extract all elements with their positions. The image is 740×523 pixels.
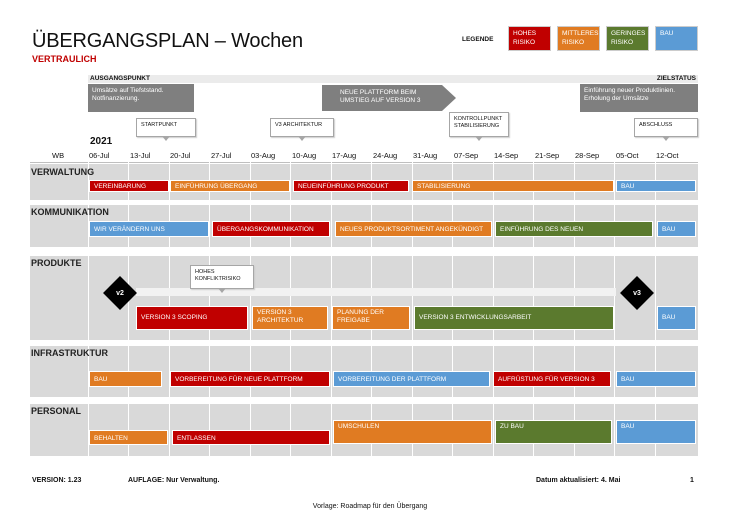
week-10: 07-Sep (454, 151, 479, 160)
grid-line (290, 146, 291, 456)
task-version3-scoping[interactable]: VERSION 3 SCOPING (136, 306, 248, 330)
grid-line (250, 146, 251, 456)
task-umschulen[interactable]: UMSCHULEN (333, 420, 492, 444)
legend-low-risk: GERINGES RISIKO (606, 26, 649, 51)
grid-line (493, 146, 494, 456)
legend-high-risk: HOHES RISIKO (508, 26, 551, 51)
grid-line (574, 146, 575, 456)
week-11: 14-Sep (494, 151, 519, 160)
week-3: 20-Jul (170, 151, 191, 160)
week-4: 27-Jul (211, 151, 232, 160)
legend-medium-risk: MITTLERES RISIKO (557, 26, 600, 51)
confidential-label: VERTRAULICH (32, 54, 97, 64)
task-vorbereitung-neue-plattform[interactable]: VORBEREITUNG FÜR NEUE PLATTFORM (170, 371, 330, 387)
section-label-produkte: PRODUKTE (31, 258, 82, 268)
version-label: VERSION: 1.23 (32, 477, 82, 484)
section-label-personal: PERSONAL (31, 406, 82, 416)
task-bau-infrastruktur-start[interactable]: BAU (89, 371, 162, 387)
task-neueinfuehrung-produkt[interactable]: NEUEINFÜHRUNG PRODUKT (293, 180, 409, 192)
task-version3-architektur[interactable]: VERSION 3 ARCHITEKTUR (252, 306, 328, 330)
week-6: 10-Aug (292, 151, 317, 160)
section-label-infrastruktur: INFRASTRUKTUR (31, 348, 108, 358)
callout-v3-architektur: V3 ARCHITEKTUR (270, 118, 334, 141)
section-label-verwaltung: VERWALTUNG (31, 167, 95, 177)
week-9: 31-Aug (413, 151, 438, 160)
grid-line (169, 146, 170, 456)
grid-line (533, 146, 534, 456)
end-state-box: Einführung neuer Produktlinien. Erholung… (580, 84, 698, 112)
grid-line (614, 146, 615, 456)
grid-line (371, 146, 372, 456)
grid-line (655, 146, 656, 456)
week-axis-line (30, 162, 698, 163)
middle-state-text: NEUE PLATTFORM BEIM UMSTIEG AUF VERSION … (340, 89, 421, 104)
week-1: 06-Jul (89, 151, 110, 160)
task-entlassen[interactable]: ENTLASSEN (172, 430, 330, 445)
task-planung-freigabe[interactable]: PLANUNG DER FREIGABE (332, 306, 410, 330)
task-bau-infrastruktur-end[interactable]: BAU (616, 371, 696, 387)
page-number: 1 (690, 477, 694, 484)
week-12: 21-Sep (535, 151, 560, 160)
timeline-header-bar (88, 75, 698, 83)
task-neues-produktsortiment[interactable]: NEUES PRODUKTSORTIMENT ANGEKÜNDIGT (335, 221, 492, 237)
milestone-v3-label: v3 (633, 290, 641, 297)
year-label: 2021 (90, 136, 113, 147)
task-bau-personal[interactable]: BAU (616, 420, 696, 444)
task-vereinbarung[interactable]: VEREINBARUNG (89, 180, 169, 192)
week-14: 05-Oct (616, 151, 639, 160)
callout-kontrollpunkt: KONTROLLPUNKT STABILISIERUNG (449, 112, 509, 141)
callout-abschluss: ABSCHLUSS (634, 118, 698, 141)
task-version3-entwicklung[interactable]: VERSION 3 ENTWICKLUNGSARBEIT (414, 306, 614, 330)
week-label: WB (52, 151, 65, 160)
grid-line (452, 146, 453, 456)
task-vorbereitung-der-plattform[interactable]: VORBEREITUNG DER PLATTFORM (333, 371, 490, 387)
task-stabilisierung[interactable]: STABILISIERUNG (412, 180, 614, 192)
grid-line (88, 146, 89, 456)
milestone-v2-label: v2 (116, 290, 124, 297)
datum-label: Datum aktualisiert: 4. Mai (536, 477, 621, 484)
page-title: ÜBERGANGSPLAN – Wochen (32, 30, 303, 52)
task-bau-verwaltung[interactable]: BAU (616, 180, 696, 192)
start-point-label: AUSGANGSPUNKT (90, 75, 150, 82)
task-behalten[interactable]: BEHALTEN (89, 430, 168, 445)
week-7: 17-Aug (332, 151, 357, 160)
grid-line (412, 146, 413, 456)
week-15: 12-Oct (656, 151, 679, 160)
task-uebergangskommunikation[interactable]: ÜBERGANGSKOMMUNIKATION (212, 221, 330, 237)
week-5: 03-Aug (251, 151, 276, 160)
target-state-label: ZIELSTATUS (656, 75, 696, 82)
task-einfuehrung-des-neuen[interactable]: EINFÜHRUNG DES NEUEN (495, 221, 653, 237)
start-state-box: Umsätze auf Tiefststand. Notfinanzierung… (88, 84, 194, 112)
week-2: 13-Jul (130, 151, 151, 160)
week-8: 24-Aug (373, 151, 398, 160)
grid-line (209, 146, 210, 456)
task-einfuehrung-uebergang[interactable]: EINFÜHRUNG ÜBERGANG (170, 180, 290, 192)
callout-konfliktrisiko: HOHES KONFLIKTRISIKO (190, 265, 254, 293)
task-bau-produkte[interactable]: BAU (657, 306, 696, 330)
legend-bau: BAU (655, 26, 698, 51)
grid-line (331, 146, 332, 456)
task-wir-veraendern-uns[interactable]: WIR VERÄNDERN UNS (89, 221, 209, 237)
task-aufruestung-version3[interactable]: AUFRÜSTUNG FÜR VERSION 3 (493, 371, 611, 387)
task-bau-kommunikation[interactable]: BAU (657, 221, 696, 237)
task-zu-bau[interactable]: ZU BAU (495, 420, 612, 444)
week-13: 28-Sep (575, 151, 600, 160)
auflage-label: AUFLAGE: Nur Verwaltung. (128, 477, 220, 484)
template-caption: Vorlage: Roadmap für den Übergang (312, 503, 428, 510)
middle-state-arrow: NEUE PLATTFORM BEIM UMSTIEG AUF VERSION … (322, 85, 456, 111)
callout-startpunkt: STARTPUNKT (136, 118, 196, 141)
section-label-kommunikation: KOMMUNIKATION (31, 207, 109, 217)
legend-label: LEGENDE (462, 36, 494, 43)
product-track (136, 288, 616, 296)
